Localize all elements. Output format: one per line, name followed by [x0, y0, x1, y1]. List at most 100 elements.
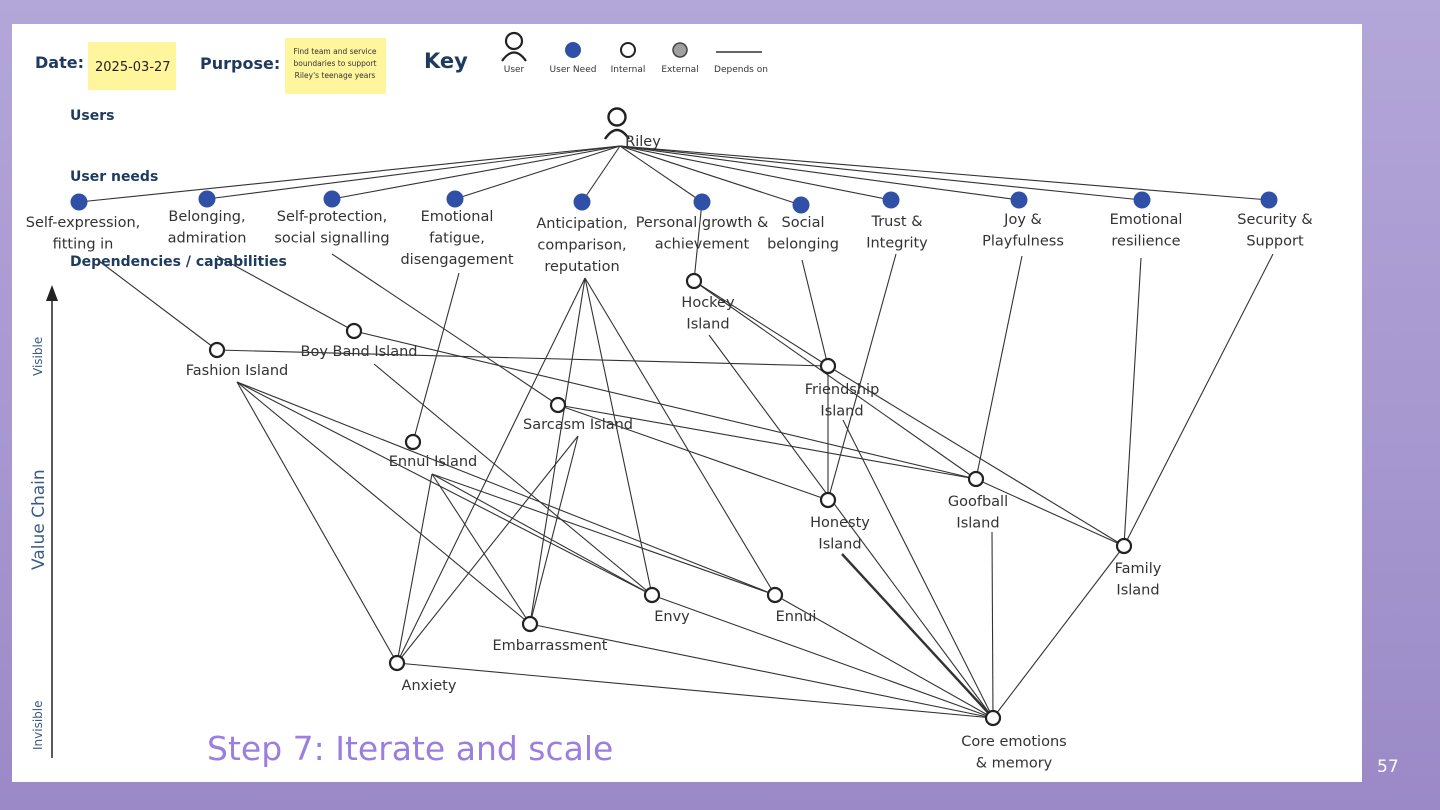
node-n2[interactable]: Belonging, admiration	[168, 190, 247, 247]
node-label-riley: Riley	[625, 134, 661, 150]
dependency-link-n5-ennui	[584, 277, 776, 596]
node-label-n8: Integrity	[866, 236, 928, 252]
node-envy[interactable]: Envy	[643, 586, 690, 625]
node-ennuiIsland[interactable]: Ennui Island	[389, 433, 478, 470]
dependency-link-ennuiIsland-embarrassment	[431, 473, 531, 625]
dependency-link-riley-n1	[78, 145, 621, 203]
dependency-link-riley-n10	[619, 145, 1143, 201]
node-label-fashion: Fashion Island	[186, 363, 288, 379]
internal-component-circle	[521, 615, 539, 633]
node-label-goofball: Island	[956, 516, 999, 532]
dependency-link-n11-family	[1123, 253, 1274, 547]
user-need-dot	[1260, 191, 1278, 209]
node-label-n2: Belonging,	[168, 209, 245, 225]
node-label-hockey: Island	[686, 317, 729, 333]
node-anxiety[interactable]: Anxiety	[388, 654, 457, 694]
key-depends-label: Depends on	[714, 65, 768, 75]
dependency-link-goofball-core	[991, 531, 994, 719]
dependency-link-ennuiIsland-anxiety	[396, 473, 433, 664]
date-sticky-note	[88, 42, 176, 90]
key-internal-circle	[620, 42, 636, 58]
dependency-link-ennui-core	[774, 594, 994, 719]
node-riley[interactable]: Riley	[604, 107, 661, 151]
dependency-link-sarcasm-embarrassment	[529, 435, 579, 625]
user-need-dot	[1010, 191, 1028, 209]
node-n9[interactable]: Joy &Playfulness	[982, 191, 1064, 250]
user-need-dot	[323, 190, 341, 208]
node-label-core: Core emotions	[961, 734, 1066, 750]
node-label-n6: Personal growth &	[636, 215, 769, 231]
dependency-link-ennuiIsland-ennui	[431, 473, 776, 596]
dependency-link-n9-goofball	[975, 255, 1023, 480]
node-label-n5: Anticipation,	[536, 216, 627, 232]
internal-component-circle	[819, 357, 837, 375]
node-label-n10: resilience	[1111, 234, 1180, 250]
node-label-friendship: Friendship	[805, 382, 880, 398]
node-label-n11: Security &	[1237, 212, 1312, 228]
node-ennui[interactable]: Ennui	[766, 586, 817, 625]
node-n8[interactable]: Trust &Integrity	[866, 191, 928, 252]
dependency-link-family-core	[992, 545, 1125, 719]
node-n5[interactable]: Anticipation,comparison,reputation	[536, 193, 628, 276]
node-n1[interactable]: Self-expression,fitting in	[26, 193, 141, 253]
node-sarcasm[interactable]: Sarcasm Island	[523, 396, 633, 433]
node-label-n11: Support	[1246, 234, 1304, 250]
dependency-link-riley-n2	[206, 145, 621, 200]
node-label-ennui: Ennui	[776, 609, 817, 625]
node-label-family: Island	[1116, 583, 1159, 599]
node-label-n2: admiration	[168, 231, 247, 247]
node-n11[interactable]: Security & Support	[1237, 191, 1313, 250]
page-number: 57	[1377, 757, 1399, 777]
node-label-friendship: Island	[820, 404, 863, 420]
node-core[interactable]: Core emotions& memory	[961, 709, 1067, 772]
axis-value-chain-label: Value Chain	[29, 469, 49, 570]
purpose-label: Purpose:	[200, 54, 280, 73]
node-label-n3: social signalling	[274, 231, 389, 247]
user-need-dot	[1133, 191, 1151, 209]
node-boyband[interactable]: Boy Band Island	[301, 322, 418, 360]
dependency-link-sarcasm-honesty	[557, 404, 829, 501]
purpose-line-3: Riley's teenage years	[295, 71, 376, 80]
axis-visible-label: Visible	[31, 337, 45, 376]
user-need-dot	[70, 193, 88, 211]
node-n6[interactable]: Personal growth & achievement	[636, 193, 769, 253]
dependency-link-riley-n8	[619, 145, 892, 201]
user-need-dot	[693, 193, 711, 211]
purpose-line-2: boundaries to support	[294, 59, 377, 68]
internal-component-circle	[643, 586, 661, 604]
axis-invisible-label: Invisible	[31, 701, 45, 751]
internal-component-circle	[404, 433, 422, 451]
key-external-circle	[672, 42, 688, 58]
user-need-dot	[446, 190, 464, 208]
user-need-dot	[792, 196, 810, 214]
key-user-need-dot	[565, 42, 581, 58]
node-fashion[interactable]: Fashion Island	[186, 341, 288, 379]
node-label-n7: belonging	[767, 237, 839, 253]
node-label-n9: Playfulness	[982, 234, 1064, 250]
node-n3[interactable]: Self-protection,social signalling	[274, 190, 390, 247]
node-label-honesty: Island	[818, 537, 861, 553]
dependency-link-friendship-core	[842, 419, 994, 719]
dependency-link-n4-ennuiIsland	[412, 272, 460, 443]
internal-component-circle	[388, 654, 406, 672]
key-user-need-label: User Need	[550, 65, 597, 75]
dependency-link-fashion-anxiety	[236, 381, 398, 664]
node-label-n6: achievement	[655, 237, 750, 253]
dependency-link-hockey-goofball	[693, 280, 977, 480]
dependency-link-fashion-embarrassment	[236, 381, 531, 625]
node-embarrassment[interactable]: Embarrassment	[493, 615, 608, 654]
user-icon	[607, 107, 627, 127]
node-label-sarcasm: Sarcasm Island	[523, 417, 633, 433]
key-user-icon	[501, 31, 527, 62]
dependency-link-goofball-family	[975, 478, 1125, 547]
node-label-ennuiIsland: Ennui Island	[389, 454, 478, 470]
